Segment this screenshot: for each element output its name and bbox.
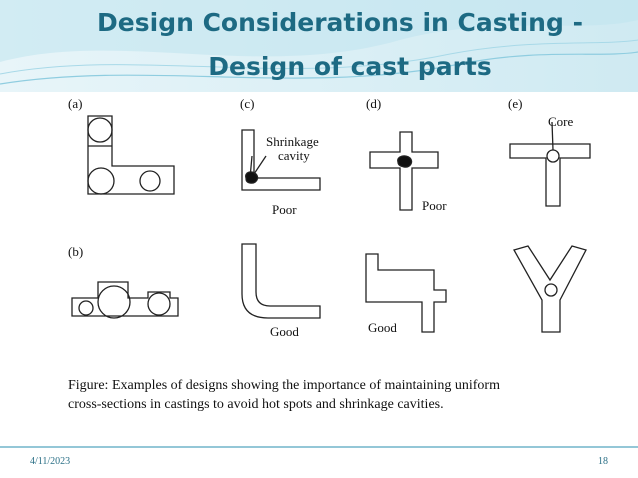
casting-design-figure: (a) (b) (c) (d) (e) Shrinkage cavity Cor… [66,94,596,342]
panel-d-good-drawing [365,253,447,333]
panel-e-poor-drawing [509,121,591,207]
slide-title-line2: Design of cast parts [208,52,492,81]
panel-c-label: (c) [240,96,255,111]
core-label: Core [548,114,574,129]
panel-d-poor-drawing [369,131,439,211]
good-label-d: Good [368,320,397,335]
caption-line2: cross-sections in castings to avoid hot … [68,397,444,412]
panel-b-drawing [71,281,179,319]
shrinkage-label-line2: cavity [278,148,310,163]
panel-b-label: (b) [68,244,84,259]
hot-spot-mark [397,155,413,168]
slide-page-number: 18 [598,456,608,467]
panel-a-drawing [87,115,175,195]
panel-d-label: (d) [366,96,382,111]
good-label-c: Good [270,324,299,339]
shrinkage-label-line1: Shrinkage [266,134,319,149]
figure-drawings [71,115,591,333]
poor-label-d: Poor [422,198,447,213]
panel-e-good-drawing [513,245,587,333]
slide-date: 4/11/2023 [30,456,71,467]
figure-caption: Figure: Examples of designs showing the … [68,376,588,414]
panel-a-label: (a) [68,96,83,111]
poor-label-c: Poor [272,202,297,217]
shrinkage-cavity-mark [245,171,259,184]
shrinkage-leader-line [253,155,267,175]
caption-line1: Figure: Examples of designs showing the … [68,378,500,393]
panel-c-good-drawing [241,243,321,319]
slide-title-line1: Design Considerations in Casting - [97,8,583,37]
panel-e-label: (e) [508,96,523,111]
